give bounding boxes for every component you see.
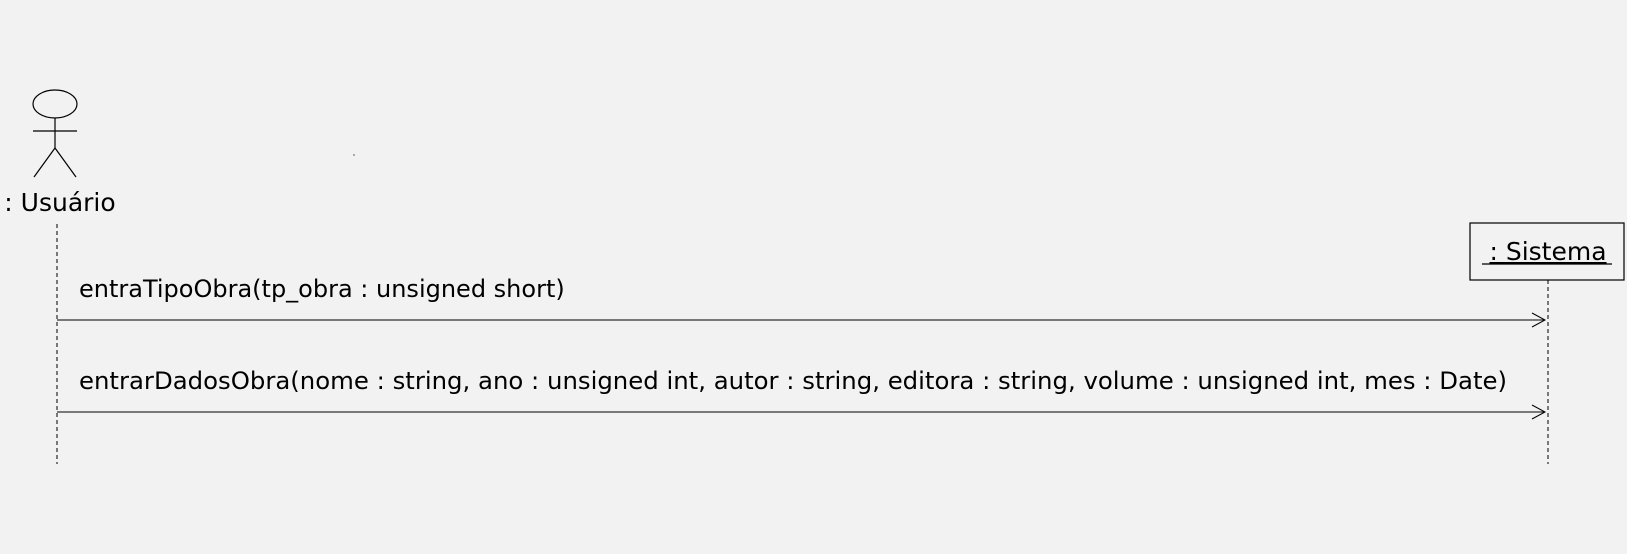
object-label: : Sistema — [1489, 237, 1606, 266]
actor-head — [32, 89, 78, 119]
actor-label: : Usuário — [4, 188, 115, 217]
actor-right-leg — [54, 147, 77, 178]
object-box — [1469, 222, 1625, 281]
actor-left-leg — [33, 147, 56, 178]
message-arrowhead — [1531, 312, 1547, 328]
stray-dot — [353, 154, 355, 156]
message-1[interactable]: entraTipoObra(tp_obra : unsigned short) — [57, 275, 1547, 328]
message-2[interactable]: entrarDadosObra(nome : string, ano : uns… — [57, 367, 1547, 420]
message-label: entraTipoObra(tp_obra : unsigned short) — [79, 275, 565, 303]
message-label: entrarDadosObra(nome : string, ano : uns… — [79, 367, 1507, 395]
actor-usuario[interactable]: : Usuário — [4, 89, 116, 217]
message-arrowhead — [1531, 404, 1547, 420]
object-sistema[interactable]: : Sistema — [1469, 222, 1625, 281]
